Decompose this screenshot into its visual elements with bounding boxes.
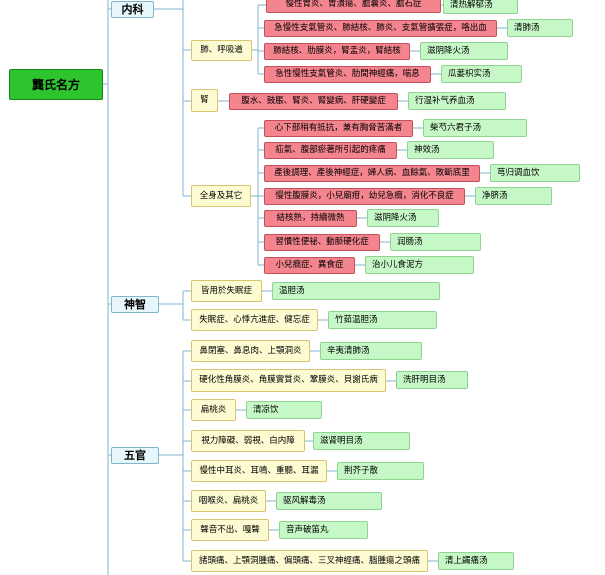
remedy-node[interactable]: 神效汤 [407, 141, 494, 159]
group-kidney[interactable]: 腎 [191, 89, 218, 112]
group-ear[interactable]: 慢性中耳炎、耳鳴、重聽、耳漏 [191, 460, 327, 482]
remedy-node[interactable]: 柴芍六君子汤 [423, 119, 527, 137]
remedy-node[interactable]: 洗肝明目汤 [396, 371, 468, 389]
symptom-node[interactable]: 小兒癇症、異食症 [264, 257, 355, 274]
group-lung[interactable]: 肺、呼吸道 [191, 40, 252, 61]
group-body[interactable]: 全身及其它 [191, 185, 251, 207]
group-eye[interactable]: 視力障礙、弱視、白内障 [191, 430, 305, 452]
remedy-node[interactable]: 竹茹温胆汤 [328, 311, 437, 329]
group-insomnia[interactable]: 皆用於失眠症 [191, 280, 262, 302]
root-node[interactable]: 龔氏名方 [9, 69, 103, 100]
group-pain[interactable]: 諸頭痛、上顎洞腫痛、偏頭痛、三叉神經痛、腦腫瘍之頭痛 [191, 550, 428, 572]
symptom-node[interactable]: 腹水、鼓脹、腎炎、腎變病、肝硬變症 [229, 93, 398, 110]
category-shenzhi[interactable]: 神智 [111, 296, 159, 313]
category-neike[interactable]: 内科 [111, 1, 154, 18]
remedy-node[interactable]: 润肠汤 [390, 233, 481, 251]
symptom-node[interactable]: 結核熱，持續微熱 [264, 210, 357, 227]
symptom-node[interactable]: 肺結核、肋膜炎，腎盂炎，腎結核 [264, 43, 410, 60]
remedy-node[interactable]: 芎归调血饮 [490, 164, 580, 182]
symptom-node[interactable]: 心下部稍有抵抗，兼有胸脅苦滿者 [264, 120, 413, 137]
remedy-node[interactable]: 行湿补气养血汤 [408, 92, 506, 110]
remedy-node[interactable]: 清凉饮 [246, 401, 322, 419]
group-tonsil[interactable]: 扁桃炎 [191, 399, 236, 421]
remedy-node[interactable]: 瓜蒌枳实汤 [441, 65, 522, 83]
remedy-node[interactable]: 清热解郁汤 [443, 0, 518, 14]
remedy-node[interactable]: 清肺汤 [507, 19, 573, 37]
symptom-node[interactable]: 習慣性便祕、動脈硬化症 [264, 234, 380, 251]
remedy-node[interactable]: 温胆汤 [272, 282, 440, 300]
group-neuro[interactable]: 失眠症、心悸亢進症、健忘症 [191, 309, 318, 331]
symptom-node[interactable]: 急性慢性支氣管炎、肋間神經痛，喘息 [264, 66, 431, 83]
group-nose[interactable]: 鼻閉塞、鼻息肉、上顎洞炎 [191, 340, 310, 362]
remedy-node[interactable]: 音声破笛丸 [279, 521, 368, 539]
symptom-node[interactable]: 急慢性支氣管炎、肺結核、肺炎、支氣管擴張症，咯出血 [264, 20, 497, 37]
remedy-node[interactable]: 驱风解毒汤 [276, 492, 382, 510]
group-cornea[interactable]: 硬化性角膜炎、角膜實質炎、鞏膜炎、貝謝氏病 [191, 369, 386, 392]
remedy-node[interactable]: 滋阴降火汤 [420, 42, 508, 60]
symptom-node[interactable]: 產後調理、產後神經症，婦人病、血餘氣、敗斷底里 [264, 165, 480, 182]
symptom-node[interactable]: 慢性胃炎、胃潰瘍、膽囊炎、膽石症 [266, 0, 441, 13]
remedy-node[interactable]: 净脐汤 [475, 187, 552, 205]
remedy-node[interactable]: 辛夷清肺汤 [320, 342, 422, 360]
remedy-node[interactable]: 滋肾明目汤 [313, 432, 410, 450]
remedy-node[interactable]: 清上蠲痛汤 [438, 552, 514, 570]
remedy-node[interactable]: 治小儿食泥方 [365, 256, 474, 274]
symptom-node[interactable]: 慢性腹膜炎，小兒廟疳，幼兒急癇，消化不良症 [264, 188, 465, 205]
remedy-node[interactable]: 滋阴降火汤 [367, 209, 439, 227]
symptom-node[interactable]: 疝氣、腹部瘀著所引起的疼痛 [264, 142, 397, 159]
group-throat[interactable]: 咽喉炎、扁桃炎 [191, 490, 266, 512]
remedy-node[interactable]: 荆芥子散 [337, 462, 424, 480]
category-wuguan[interactable]: 五官 [111, 447, 159, 464]
group-voice[interactable]: 聲音不出、嘎聲 [191, 519, 269, 541]
